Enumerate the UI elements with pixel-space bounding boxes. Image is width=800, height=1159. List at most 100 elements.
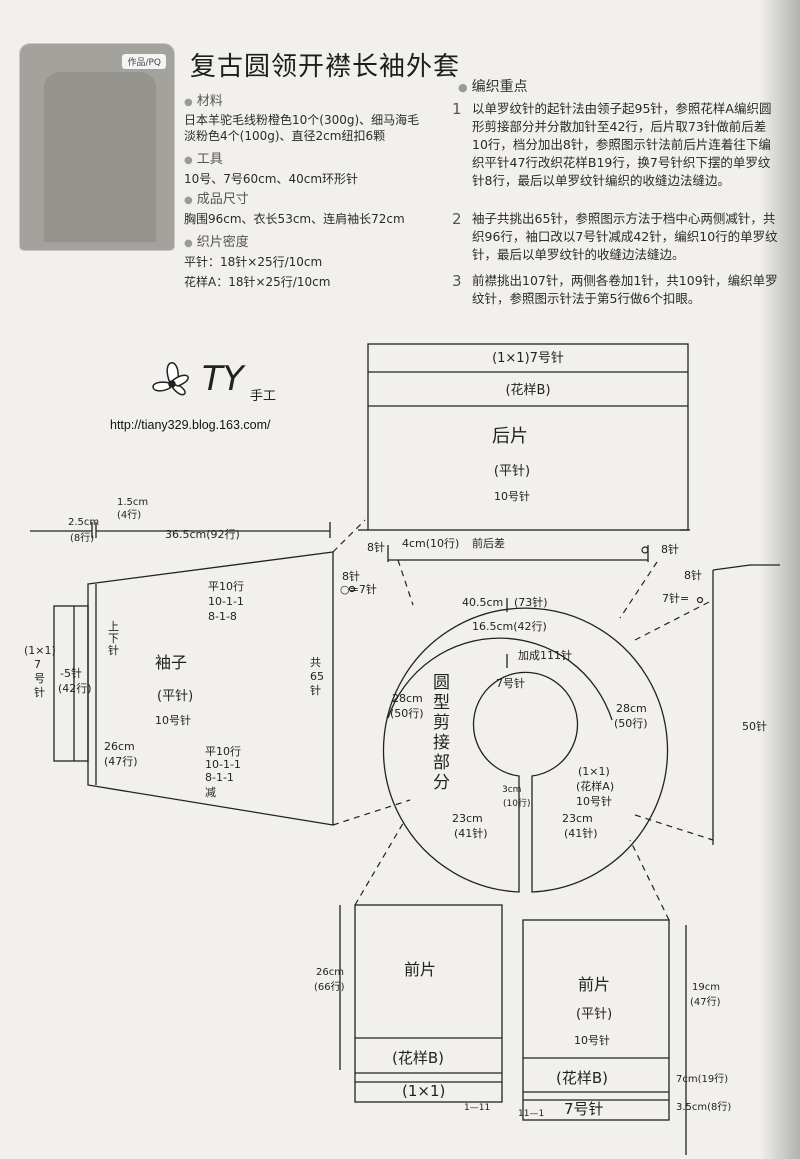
front-right-19: 19cm bbox=[692, 982, 720, 993]
notes-heading: 编织重点 bbox=[458, 76, 528, 96]
yoke-v6: 分 bbox=[433, 773, 450, 793]
sleeve-needle: 10号针 bbox=[155, 713, 191, 727]
front-right-35: 3.5cm(8行) bbox=[676, 1100, 731, 1113]
front-right-rib: 7号针 bbox=[564, 1100, 604, 1118]
sleeve-26cm: 26cm bbox=[104, 740, 135, 753]
sleeve-needle-v: 针 bbox=[108, 643, 119, 657]
density-line2: 花样A：18针×25行/10cm bbox=[184, 275, 331, 289]
notes-heading-text: 编织重点 bbox=[471, 79, 528, 95]
sweater-photo: 作品/PQ bbox=[20, 44, 174, 250]
sleeve-cuff-4: 针 bbox=[34, 685, 45, 699]
photo-credit: 作品/PQ bbox=[122, 54, 166, 69]
front-left-rib: (1×1) bbox=[402, 1082, 445, 1100]
yoke-left-23: 23cm bbox=[452, 812, 483, 825]
sleeve-dec-4: 减 bbox=[205, 786, 216, 799]
note-2-text: 袖子共挑出65针，参照图示方法于档中心两侧减针，共织96行，袖口改以7号针减成4… bbox=[472, 211, 778, 262]
yoke-v5: 部 bbox=[433, 753, 450, 773]
back-piece-name: 后片 bbox=[492, 426, 528, 447]
logo-text: TY bbox=[202, 359, 246, 399]
back-piece-outline bbox=[367, 343, 689, 531]
yoke-405: 40.5cm bbox=[462, 596, 503, 609]
front-right-stitch: (平针) bbox=[576, 1007, 612, 1022]
note-3: 3 前襟挑出107针，两侧各卷加1针，共109针，编织单罗纹针，参照图示针法于第… bbox=[452, 272, 782, 308]
sleeve-top-7: ○=7针 bbox=[340, 582, 377, 596]
tools-heading: 工具 bbox=[184, 152, 223, 169]
back-rib-label: (1×1)7号针 bbox=[492, 351, 564, 366]
yoke-v1: 圆 bbox=[433, 673, 450, 693]
yoke-3cm: 3cm bbox=[502, 785, 521, 795]
density-heading-text: 织片密度 bbox=[196, 235, 249, 250]
sleeve-stitch: (平针) bbox=[157, 689, 193, 704]
side-panel-top bbox=[712, 564, 780, 571]
back-patternB-label: (花样B) bbox=[505, 382, 550, 398]
yoke-right-23-sts: (41针) bbox=[564, 826, 598, 840]
sleeve-inc-3: 8-1-8 bbox=[208, 610, 237, 623]
materials-heading-text: 材料 bbox=[196, 94, 223, 109]
sleeve-total-1: 共 bbox=[310, 656, 321, 669]
note-3-number: 3 bbox=[452, 272, 462, 290]
sleeve-25cm: 2.5cm bbox=[68, 517, 99, 528]
yoke-3cm-rows: (10行) bbox=[503, 797, 530, 809]
note-2-number: 2 bbox=[452, 210, 462, 228]
front-right-outline bbox=[522, 919, 670, 1121]
front-right-patB: (花样B) bbox=[556, 1069, 608, 1087]
note-3-text: 前襟挑出107针，两侧各卷加1针，共109针，编织单罗纹针，参照图示针法于第5行… bbox=[472, 273, 778, 306]
sleeve-dec-1: 平10行 bbox=[205, 745, 241, 758]
sleeve-15cm-rows: (4行) bbox=[117, 508, 141, 521]
side-8: 8针 bbox=[684, 568, 702, 582]
sleeve-top-8: 8针 bbox=[342, 569, 360, 583]
size-heading: 成品尺寸 bbox=[184, 192, 249, 209]
logo-subtext: 手工 bbox=[250, 389, 276, 404]
yoke-7-needle: 7号针 bbox=[496, 676, 525, 690]
blog-logo: TY 手工 bbox=[152, 359, 276, 404]
sleeve-cuff-rows: (42行) bbox=[58, 682, 92, 695]
note-1: 1 以单罗纹针的起针法由领子起95针，参照花样A编织圆形剪接部分并分散加针至42… bbox=[452, 100, 782, 190]
front-left-26: 26cm bbox=[316, 967, 344, 978]
sleeve-width: 36.5cm(92行) bbox=[165, 528, 240, 541]
sleeve-down: 下 bbox=[108, 632, 119, 645]
front-right-name: 前片 bbox=[578, 975, 610, 994]
sleeve-cuff-outline bbox=[53, 605, 89, 762]
yoke-right-23: 23cm bbox=[562, 812, 593, 825]
yoke-right-28: 28cm bbox=[616, 702, 647, 715]
yoke-left-28-rows: (50行) bbox=[390, 707, 424, 720]
note-1-number: 1 bbox=[452, 100, 462, 118]
sleeve-up: 上 bbox=[108, 620, 119, 633]
size-line: 胸围96cm、衣长53cm、连肩袖长72cm bbox=[184, 212, 405, 226]
yoke-ring-outline bbox=[382, 607, 669, 893]
page-title: 复古圆领开襟长袖外套 bbox=[190, 52, 461, 82]
materials-line1: 日本羊驼毛线粉橙色10个(300g)、细马海毛 bbox=[184, 113, 420, 127]
back-diff-measure: 4cm(10行) bbox=[402, 537, 459, 550]
back-stitch-label: (平针) bbox=[494, 464, 530, 479]
front-left-26-rows: (66行) bbox=[314, 980, 345, 993]
sleeve-dec-3: 8-1-1 bbox=[205, 771, 234, 784]
sleeve-dec-2: 10-1-1 bbox=[205, 758, 241, 771]
tools-heading-text: 工具 bbox=[196, 152, 223, 167]
front-left-patB: (花样B) bbox=[392, 1049, 444, 1067]
front-left-tick: 1—11 bbox=[464, 1103, 490, 1113]
sleeve-inc-2: 10-1-1 bbox=[208, 595, 244, 608]
sleeve-total-3: 针 bbox=[310, 683, 321, 697]
yoke-165: 16.5cm(42行) bbox=[472, 620, 547, 633]
blog-url[interactable]: http://tiany329.blog.163.com/ bbox=[110, 418, 271, 432]
front-right-tick: 11—1 bbox=[518, 1109, 544, 1119]
sleeve-26cm-rows: (47行) bbox=[104, 755, 138, 768]
sweater-image bbox=[44, 72, 156, 242]
yoke-405-sts: (73针) bbox=[514, 595, 548, 609]
density-line1: 平针：18针×25行/10cm bbox=[184, 255, 323, 269]
yoke-left-23-sts: (41针) bbox=[454, 826, 488, 840]
sleeve-cuff-3: 号 bbox=[34, 672, 45, 685]
back-diff-label: 前后差 bbox=[472, 536, 505, 550]
front-right-needle: 10号针 bbox=[574, 1033, 610, 1047]
back-left-8: 8针 bbox=[367, 540, 385, 554]
density-heading: 织片密度 bbox=[184, 235, 249, 252]
yoke-v2: 型 bbox=[433, 693, 450, 713]
sleeve-25cm-rows: (8行) bbox=[70, 531, 94, 544]
sleeve-cuff-1: (1×1) bbox=[24, 644, 56, 657]
sleeve-inc-1: 平10行 bbox=[208, 580, 244, 593]
front-left-name: 前片 bbox=[404, 960, 436, 979]
note-2: 2 袖子共挑出65针，参照图示方法于档中心两侧减针，共织96行，袖口改以7号针减… bbox=[452, 210, 782, 264]
yoke-patA-3: 10号针 bbox=[576, 794, 612, 808]
flower-icon bbox=[152, 362, 189, 396]
